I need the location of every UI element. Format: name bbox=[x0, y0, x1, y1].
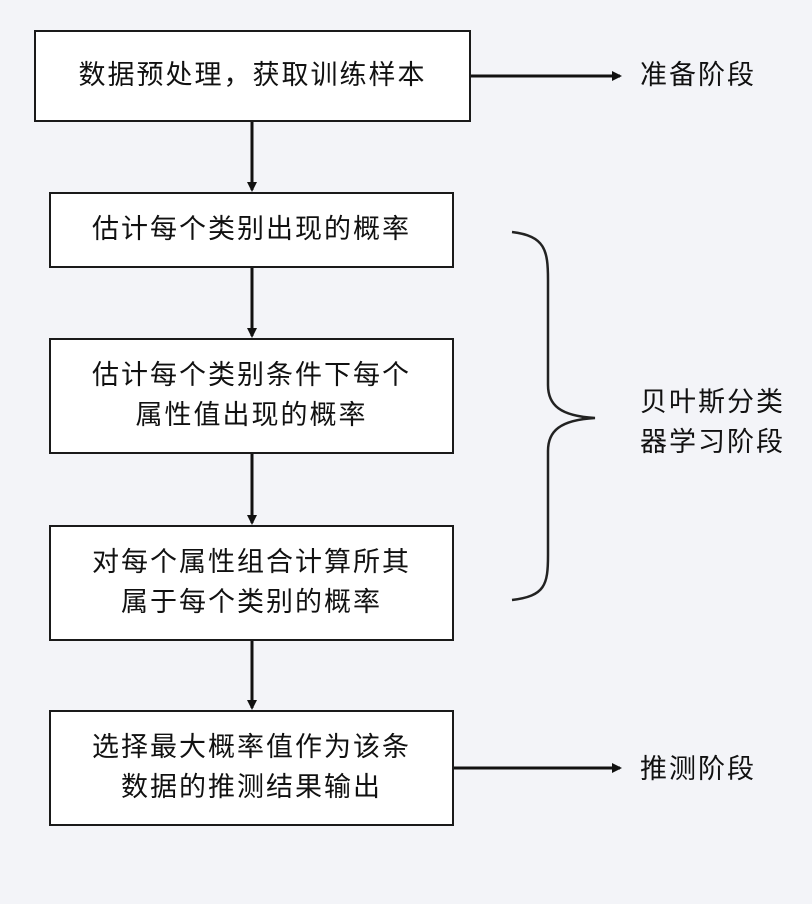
step-preprocess-box: 数据预处理，获取训练样本 bbox=[34, 30, 471, 122]
step-posterior-line-2: 属于每个类别的概率 bbox=[121, 587, 382, 618]
stage-learn-label: 贝叶斯分类 器学习阶段 bbox=[640, 383, 785, 463]
stage-prepare-label: 准备阶段 bbox=[640, 60, 756, 91]
step-output-box: 选择最大概率值作为该条 数据的推测结果输出 bbox=[49, 710, 454, 826]
step-output-line-1: 选择最大概率值作为该条 bbox=[92, 732, 411, 763]
learning-stage-brace bbox=[511, 230, 596, 602]
stage-infer-label: 推测阶段 bbox=[640, 754, 756, 785]
step-conditional-prob-line-2: 属性值出现的概率 bbox=[135, 400, 368, 431]
step-preprocess-text: 数据预处理，获取训练样本 bbox=[78, 60, 427, 91]
step-posterior-line-1: 对每个属性组合计算所其 bbox=[92, 547, 411, 578]
stage-learn-line-2: 器学习阶段 bbox=[640, 427, 785, 458]
step-posterior-box: 对每个属性组合计算所其 属于每个类别的概率 bbox=[49, 525, 454, 641]
stage-learn-line-1: 贝叶斯分类 bbox=[640, 387, 785, 418]
step-class-prior-text: 估计每个类别出现的概率 bbox=[92, 214, 411, 245]
step-class-prior-box: 估计每个类别出现的概率 bbox=[49, 192, 454, 268]
step-conditional-prob-line-1: 估计每个类别条件下每个 bbox=[92, 360, 411, 391]
step-output-line-2: 数据的推测结果输出 bbox=[121, 772, 382, 803]
step-conditional-prob-box: 估计每个类别条件下每个 属性值出现的概率 bbox=[49, 338, 454, 454]
